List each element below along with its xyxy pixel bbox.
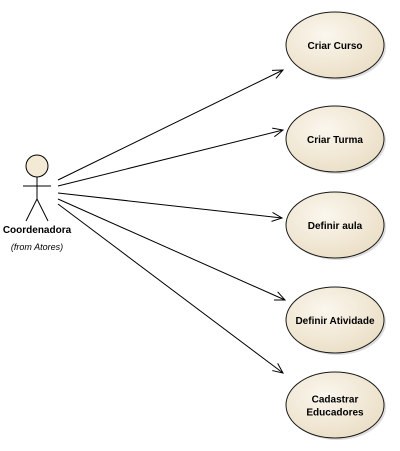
use-case-label: Criar Curso: [307, 41, 362, 52]
actor-left-leg: [25, 198, 38, 222]
arrowhead-icon: [273, 291, 287, 301]
association-line: [57, 198, 286, 301]
use-case-label: Definir Atividade: [295, 316, 375, 327]
association-criar-turma[interactable]: [57, 127, 285, 187]
use-case-ellipse: [285, 191, 385, 259]
use-case-definir-aula[interactable]: Definir aula: [285, 191, 386, 260]
use-case-ellipse: [285, 371, 385, 439]
association-definir-aula[interactable]: [57, 192, 284, 222]
use-case-ellipse: [285, 11, 385, 79]
actor-coordenadora[interactable]: Coordenadora (from Atores): [3, 154, 72, 252]
use-case-label: Criar Turma: [307, 135, 363, 146]
association-criar-curso[interactable]: [57, 69, 285, 181]
use-case-definir-atividade[interactable]: Definir Atividade: [285, 286, 386, 355]
association-line: [57, 192, 283, 219]
actor-origin: (from Atores): [11, 242, 63, 252]
use-case-ellipse: [285, 286, 385, 354]
use-case-label: Educadores: [306, 408, 364, 419]
use-case-criar-turma[interactable]: Criar Turma: [285, 105, 386, 174]
association-definir-atividade[interactable]: [57, 198, 287, 301]
association-line: [57, 203, 284, 374]
arrowhead-icon: [271, 211, 284, 222]
association-line: [57, 129, 284, 187]
actor-head: [25, 154, 49, 178]
use-case-criar-curso[interactable]: Criar Curso: [285, 11, 386, 80]
associations: [57, 69, 287, 374]
use-case-label: Cadastrar: [312, 395, 359, 406]
arrowhead-icon: [271, 69, 285, 79]
association-cadastrar-educadores[interactable]: [57, 203, 284, 374]
use-case-ellipse: [285, 105, 385, 173]
actor-right-leg: [36, 198, 49, 222]
actor-name: Coordenadora: [3, 225, 72, 236]
arrowhead-icon: [272, 363, 284, 374]
arrowhead-icon: [272, 127, 285, 138]
association-line: [57, 69, 284, 181]
use-case-label: Definir aula: [308, 221, 363, 232]
